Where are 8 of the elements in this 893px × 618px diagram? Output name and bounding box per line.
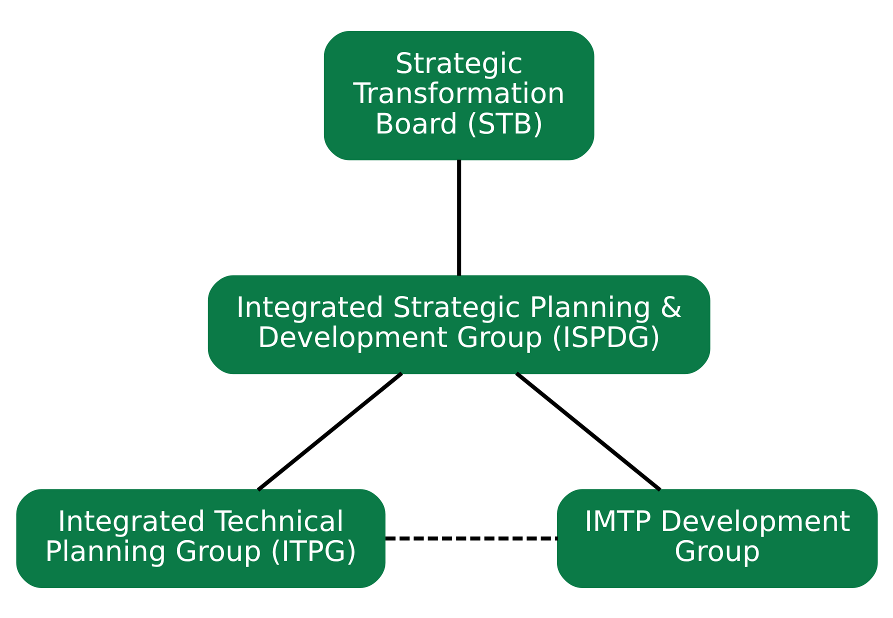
node-box: Integrated Technical Planning Group (ITPG): [16, 488, 385, 588]
connector: [256, 371, 403, 492]
connector: [384, 536, 558, 540]
node-box: Strategic Transformation Board (STB): [323, 30, 594, 160]
node-box: IMTP Development Group: [556, 488, 878, 588]
connector: [456, 159, 461, 276]
connector: [514, 371, 661, 492]
node-box: Integrated Strategic Planning & Development Group (ISPDG): [207, 274, 710, 374]
